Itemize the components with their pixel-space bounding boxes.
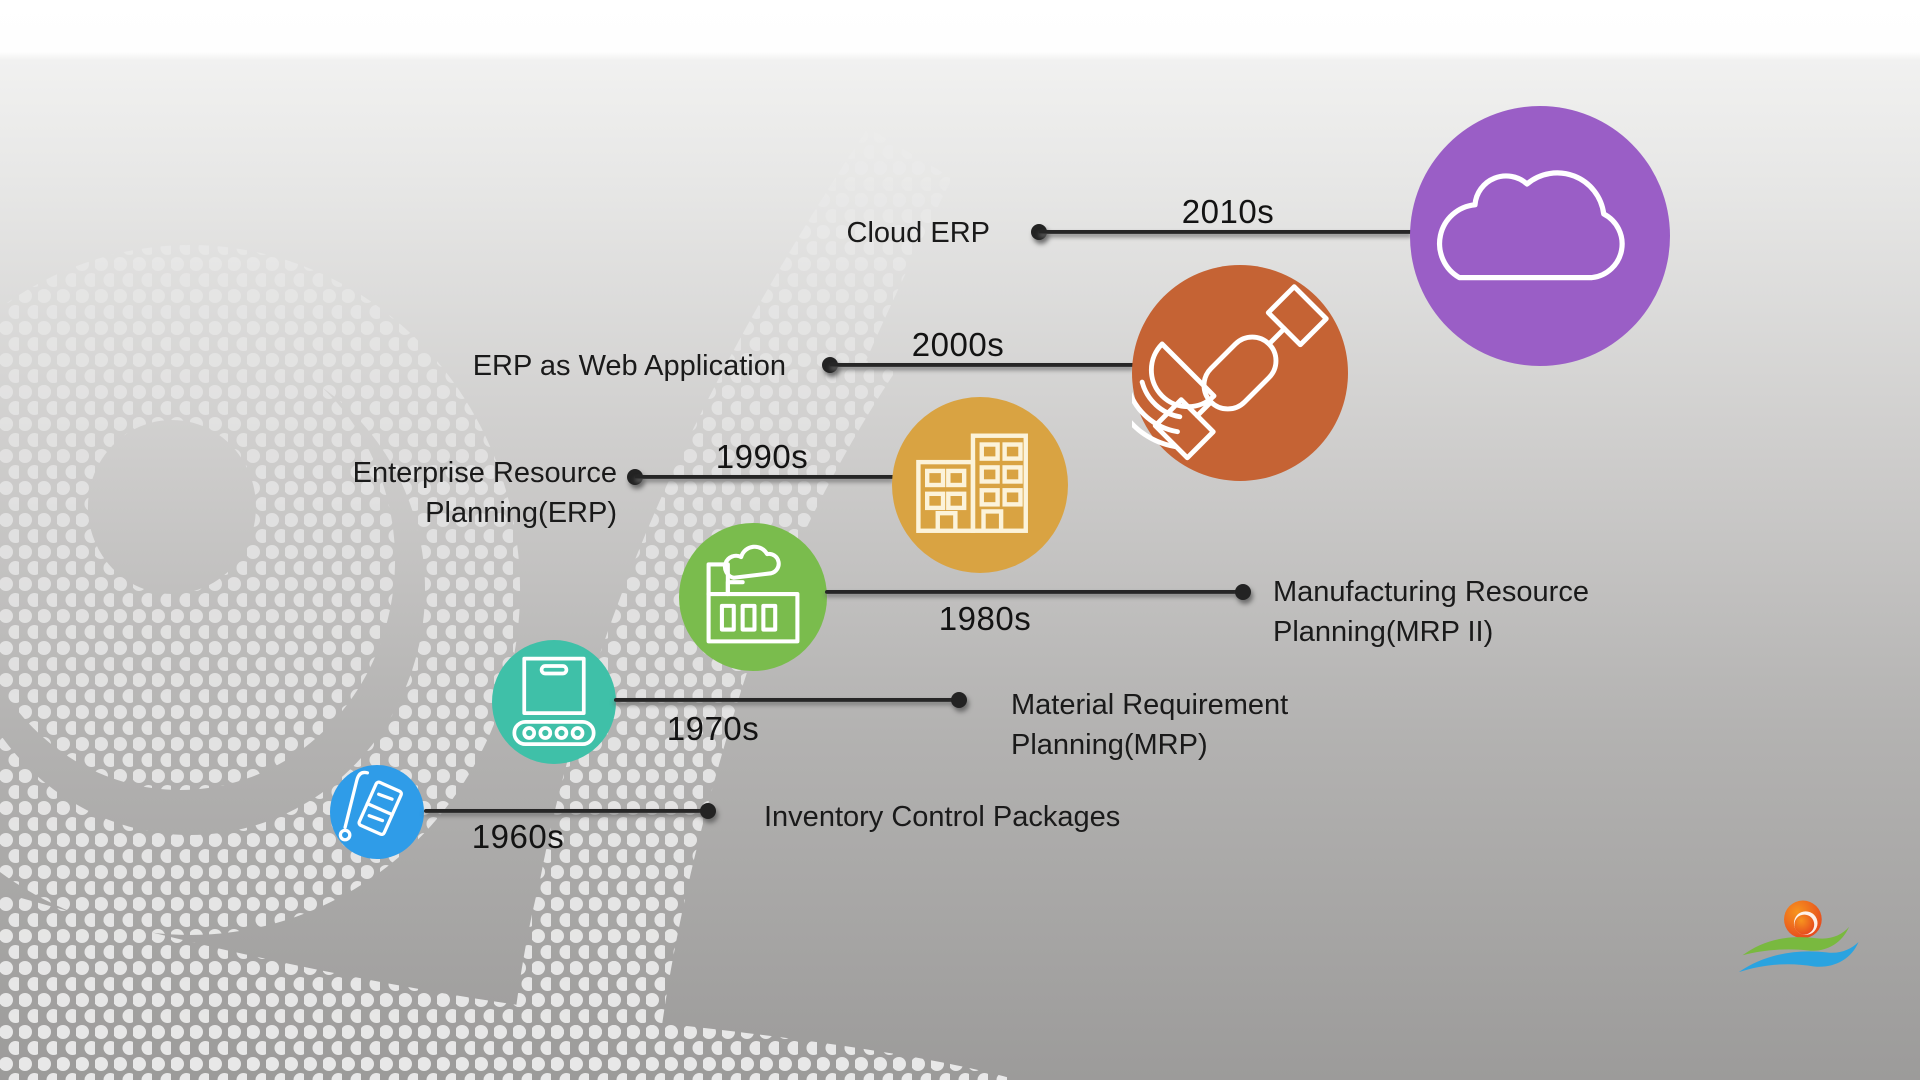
timeline-line-1990s [635, 475, 894, 479]
year-1960s: 1960s [471, 818, 565, 855]
timeline-line-1960s [424, 809, 708, 813]
timeline-dot-1970s [951, 692, 967, 708]
logo-green-swoosh [1742, 926, 1850, 956]
label-mrp2: Manufacturing Resource Planning(MRP II) [1273, 572, 1589, 652]
label-erp-line1: Enterprise Resource [352, 457, 617, 489]
timeline-dot-1980s [1235, 584, 1251, 600]
label-erp: Enterprise Resource Planning(ERP) [317, 453, 617, 533]
timeline-line-1970s [614, 698, 959, 702]
logo-ball [1784, 900, 1822, 939]
factory-icon [679, 523, 827, 671]
label-cloud-erp: Cloud ERP [846, 217, 990, 249]
year-1970s: 1970s [666, 710, 760, 747]
timeline-line-1980s [825, 590, 1243, 594]
year-2010s: 2010s [1181, 193, 1275, 230]
hand-truck-icon [330, 765, 424, 859]
company-logo [1738, 900, 1859, 973]
packaging-machine-icon [492, 640, 616, 764]
label-mrp2-line2: Planning(MRP II) [1273, 616, 1494, 648]
cloud-icon [1410, 106, 1670, 366]
timeline-line-2010s [1039, 230, 1412, 234]
timeline-dot-1960s [700, 803, 716, 819]
year-1990s: 1990s [715, 438, 809, 475]
office-building-icon [892, 397, 1068, 573]
label-mrp: Material Requirement Planning(MRP) [1011, 685, 1288, 765]
logo-blue-swoosh [1738, 942, 1859, 973]
label-inventory-control: Inventory Control Packages [764, 801, 1121, 833]
label-mrp-line2: Planning(MRP) [1011, 729, 1208, 761]
label-mrp-line1: Material Requirement [1011, 689, 1289, 721]
timeline-line-2000s [830, 363, 1134, 367]
label-mrp2-line1: Manufacturing Resource [1273, 576, 1589, 608]
year-2000s: 2000s [911, 326, 1005, 363]
satellite-icon [1132, 265, 1348, 481]
year-1980s: 1980s [938, 600, 1032, 637]
label-erp-line2: Planning(ERP) [425, 497, 617, 529]
label-erp-web-application: ERP as Web Application [472, 350, 786, 382]
